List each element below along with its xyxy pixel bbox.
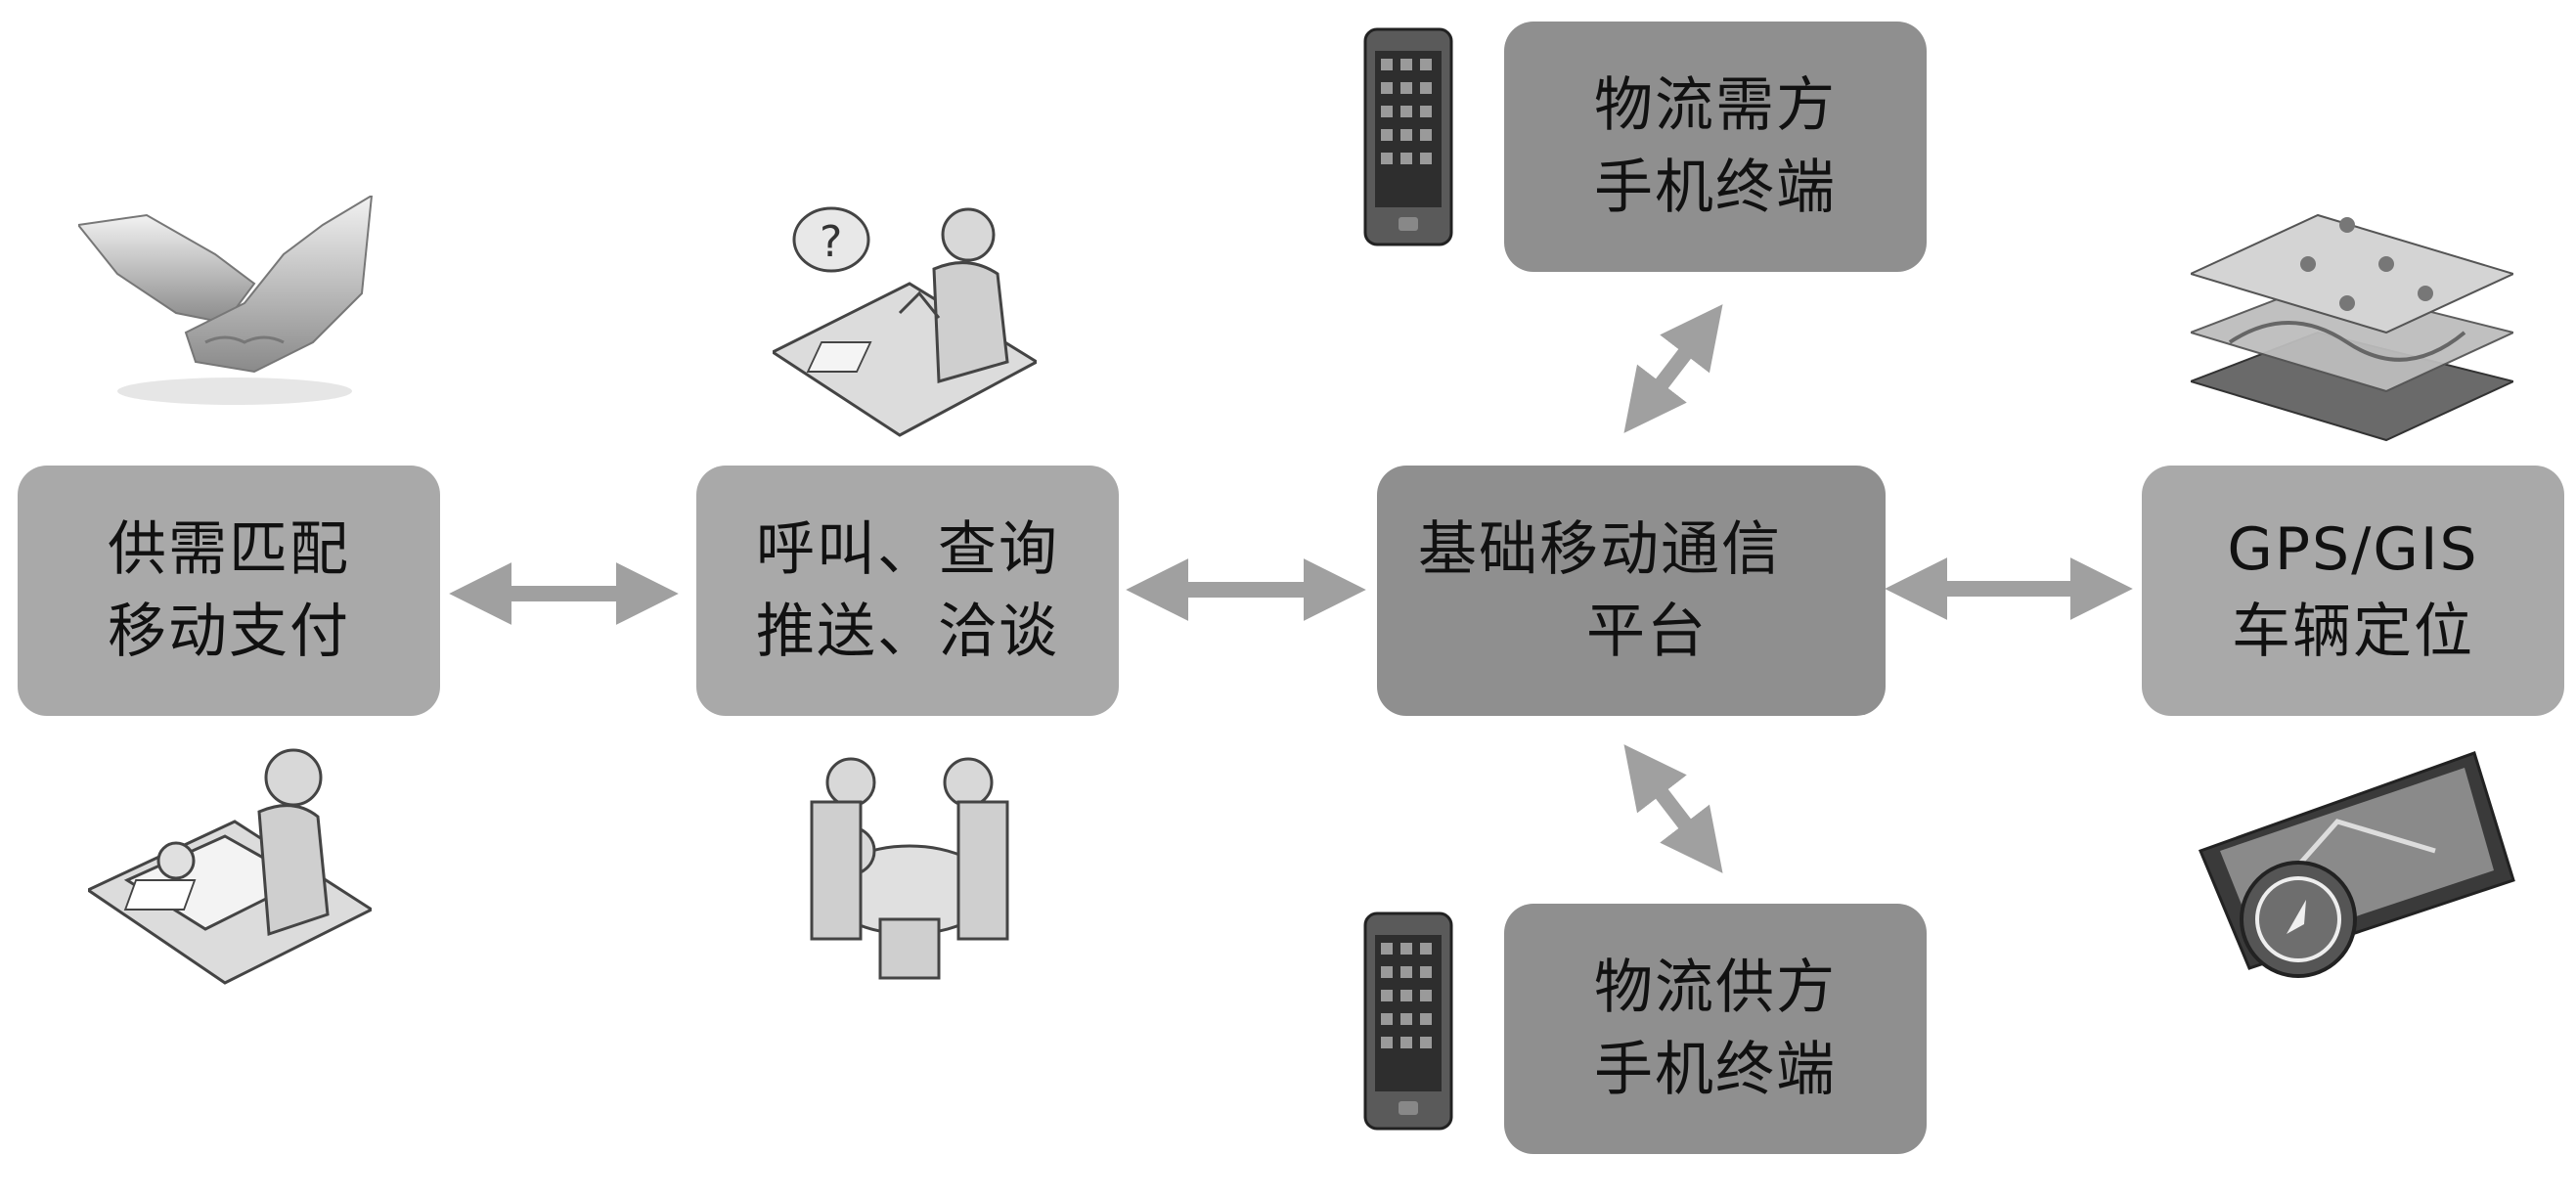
gps-line-2: 车辆定位: [2232, 598, 2474, 666]
call-query-box: 呼叫、查询 推送、洽谈: [696, 466, 1119, 716]
platform-box: 基础移动通信 平台: [1377, 466, 1886, 716]
demand-line-1: 物流需方: [1594, 71, 1837, 140]
platform-line-2: 平台: [1586, 598, 1708, 666]
demand-line-2: 手机终端: [1594, 154, 1837, 222]
smartphone-icon: [1363, 911, 1453, 1131]
svg-text:?: ?: [820, 217, 842, 267]
gps-box: GPS/GIS 车辆定位: [2142, 466, 2564, 716]
smartphone-icon: [1363, 27, 1453, 246]
match-pay-box: 供需匹配 移动支付: [18, 466, 440, 716]
demand-box: 物流需方 手机终端: [1504, 22, 1927, 272]
map-layers-icon: [2191, 213, 2513, 442]
match-pay-line-2: 移动支付: [108, 598, 350, 666]
office-worker-icon: [88, 748, 372, 985]
supply-line-2: 手机终端: [1594, 1036, 1837, 1104]
arrow-platform-supply: [1623, 744, 1723, 873]
call-query-line-1: 呼叫、查询: [756, 515, 1059, 584]
arrow-platform-demand: [1623, 304, 1723, 433]
gps-line-1: GPS/GIS: [2227, 515, 2479, 584]
supply-line-1: 物流供方: [1594, 954, 1837, 1022]
gps-device-icon: [2198, 751, 2515, 978]
platform-line-1: 基础移动通信: [1418, 515, 1782, 584]
help-desk-icon: ?: [773, 206, 1037, 437]
meeting-icon: [810, 757, 1009, 980]
match-pay-line-1: 供需匹配: [108, 515, 350, 584]
call-query-line-2: 推送、洽谈: [756, 598, 1059, 666]
handshake-icon: [78, 196, 374, 405]
supply-box: 物流供方 手机终端: [1504, 904, 1927, 1154]
